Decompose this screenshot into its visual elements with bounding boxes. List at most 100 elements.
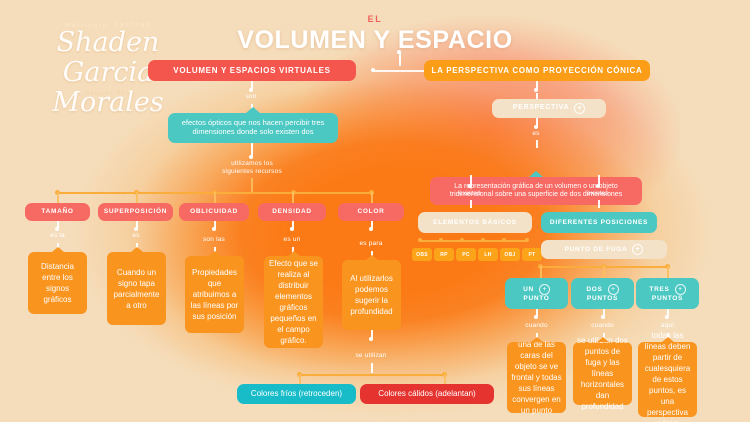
connector-label-line1: utilizamos los <box>231 160 273 167</box>
colors-rail <box>300 374 445 376</box>
plus-icon[interactable]: + <box>632 244 644 255</box>
student-grupo: Grupo: 002 <box>84 91 132 97</box>
left-definition-box: efectos ópticos que nos hacen percibir t… <box>168 107 338 143</box>
rail-dot <box>502 238 506 242</box>
color-result-calidos[interactable]: Colores cálidos (adelantan) <box>360 384 494 404</box>
chip-obs[interactable]: OBS <box>412 248 432 261</box>
connector-line <box>292 221 294 228</box>
chip-lh[interactable]: LH <box>478 248 498 261</box>
connector-label-existen-left: existen <box>459 190 481 197</box>
connector-line <box>540 266 542 278</box>
punto-node-tres[interactable]: TRES + PUNTOS <box>636 278 699 309</box>
perspectiva-label: PERSPECTIVA <box>512 104 570 112</box>
chip-rp[interactable]: RP <box>434 248 454 261</box>
connector-line <box>603 266 605 278</box>
student-name-line2: Morales <box>52 87 164 118</box>
connector-dot <box>55 227 59 231</box>
punto-detail-dos: se utilizan dos puntos de fuga y las lín… <box>573 336 632 411</box>
plus-icon[interactable]: + <box>607 284 619 296</box>
punto-label-line2: PUNTO <box>523 295 550 303</box>
punto-de-fuga-node[interactable]: PUNTO DE FUGA + <box>541 240 667 259</box>
punto-label-line2: PUNTOS <box>586 295 619 303</box>
connector-dot <box>601 315 605 319</box>
connector-line <box>536 140 538 148</box>
punto-label-line1: UN <box>523 285 534 293</box>
connector-line <box>444 374 446 384</box>
connector-dot <box>249 88 253 92</box>
connector-dot <box>249 155 253 159</box>
page-title-article: EL <box>367 14 383 24</box>
punto-node-tres-header: TRES + <box>649 284 686 296</box>
connector-line <box>470 200 472 208</box>
resource-node-superposicion[interactable]: SUPERPOSICIÓN <box>98 203 173 221</box>
connector-line <box>371 363 373 373</box>
connector-label-es: es <box>132 232 140 239</box>
chip-obj[interactable]: OBJ <box>500 248 520 261</box>
punto-label-line1: TRES <box>649 285 670 293</box>
connector-label-es: es <box>532 130 540 137</box>
connector-label-es-para: es para <box>359 240 383 247</box>
color-result-frios[interactable]: Colores fríos (retroceden) <box>237 384 356 404</box>
chip-pc[interactable]: PC <box>456 248 476 261</box>
connector-line <box>598 175 600 185</box>
student-matricula: Matricula: 1997798 <box>64 22 152 29</box>
connector-label-aqui: aquí <box>660 322 675 329</box>
connector-label-es-un: es un <box>283 236 301 243</box>
plus-icon[interactable]: + <box>574 103 586 114</box>
rail-dot <box>439 238 443 242</box>
connector-line <box>536 118 538 127</box>
connector-dot <box>290 227 294 231</box>
connector-line <box>214 192 216 203</box>
connector-line <box>667 309 669 316</box>
diferentes-posiciones-node[interactable]: DIFERENTES POSICIONES <box>541 212 657 233</box>
connector-label-se-utilizan: se utilizan <box>355 352 387 359</box>
resource-node-densidad[interactable]: DENSIDAD <box>258 203 326 221</box>
connector-dot <box>369 337 373 341</box>
connector-dot <box>665 315 669 319</box>
connector-label-cuando: cuando <box>591 322 614 329</box>
elementos-basicos-node[interactable]: ELEMENTOS BÁSICOS <box>418 212 532 233</box>
resource-detail-densidad: Efecto que se realiza al distribuir elem… <box>264 251 323 348</box>
resource-node-tamano[interactable]: TAMAÑO <box>25 203 90 221</box>
connector-dot <box>534 315 538 319</box>
perspectiva-node[interactable]: PERSPECTIVA + <box>492 99 606 118</box>
right-definition-box: La representación gráfica de un volumen … <box>430 171 642 205</box>
connector-line <box>536 81 538 90</box>
right-root-node[interactable]: LA PERSPECTIVA COMO PROYECCIÓN CÓNICA <box>424 60 650 81</box>
chip-pt[interactable]: PT <box>522 248 542 261</box>
student-name-line1: Shaden Garcia <box>56 27 160 88</box>
punto-node-un[interactable]: UN + PUNTO <box>505 278 568 309</box>
connector-line <box>251 178 253 192</box>
left-root-node[interactable]: VOLUMEN Y ESPACIOS VIRTUALES <box>148 60 356 81</box>
rail-dot <box>481 238 485 242</box>
rail-dot <box>460 238 464 242</box>
connector-dot <box>534 88 538 92</box>
connector-line <box>536 93 538 102</box>
connector-line <box>603 309 605 316</box>
plus-icon[interactable]: + <box>538 284 550 296</box>
connector-dot <box>468 184 472 188</box>
punto-de-fuga-label: PUNTO DE FUGA <box>564 245 628 253</box>
punto-node-un-header: UN + <box>523 284 550 296</box>
resource-detail-oblicuidad: Propiedades que atribuimos a las líneas … <box>185 251 244 333</box>
resource-detail-superposicion: Cuando un signo tapa parcialmente a otro <box>107 247 166 325</box>
connector-dot <box>369 227 373 231</box>
connector-label-son-las: son las <box>203 236 225 243</box>
resource-node-oblicuidad[interactable]: OBLICUIDAD <box>179 203 249 221</box>
punto-label-line2: PUNTOS <box>651 295 684 303</box>
resource-node-color[interactable]: COLOR <box>338 203 404 221</box>
punto-node-dos[interactable]: DOS + PUNTOS <box>571 278 634 309</box>
plus-icon[interactable]: + <box>674 284 686 296</box>
connector-line <box>371 192 373 203</box>
punto-detail-un: una de las caras del objeto se ve fronta… <box>507 337 566 415</box>
connector-line <box>57 192 59 203</box>
connector-label-existen-right: existen <box>587 190 609 197</box>
connector-line <box>292 192 294 203</box>
connector-dot <box>596 184 600 188</box>
connector-label-line2: siguientes recursos <box>222 168 282 175</box>
connector-line <box>598 200 600 208</box>
connector-dot <box>212 227 216 231</box>
connector-label-recursos: utilizamos los siguientes recursos <box>196 160 308 176</box>
connector-line <box>136 221 138 228</box>
